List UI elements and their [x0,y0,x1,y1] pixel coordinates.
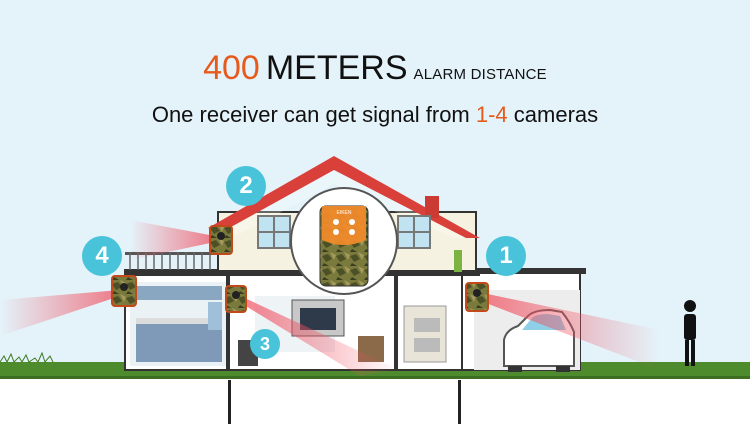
headline-unit: METERS [265,49,408,87]
subline: One receiver can get signal from 1-4 cam… [0,102,750,128]
beam-camera-4 [0,290,120,336]
badge-camera-3: 3 [250,329,280,359]
trail-camera-2 [209,225,233,255]
headline-suffix: ALARM DISTANCE [413,66,547,83]
subline-suffix: cameras [507,102,599,127]
badge-camera-1: 1 [486,236,526,276]
ground [0,378,750,424]
beam-camera-1 [478,292,660,370]
badge-camera-4: 4 [82,236,122,276]
beam-camera-2 [130,220,215,260]
intruder-silhouette [684,300,696,366]
badge-camera-2: 2 [226,166,266,206]
headline-number: 400 [203,49,260,87]
subline-highlight: 1-4 [475,102,508,127]
trail-camera-4 [111,275,137,307]
subline-prefix: One receiver can get signal from [151,102,476,127]
receiver-brand: EIKEN [336,210,351,216]
receiver-callout: EIKEN [290,187,398,295]
trail-camera-1 [465,282,489,312]
trail-camera-3 [225,285,247,313]
beam-camera-3 [236,294,400,376]
